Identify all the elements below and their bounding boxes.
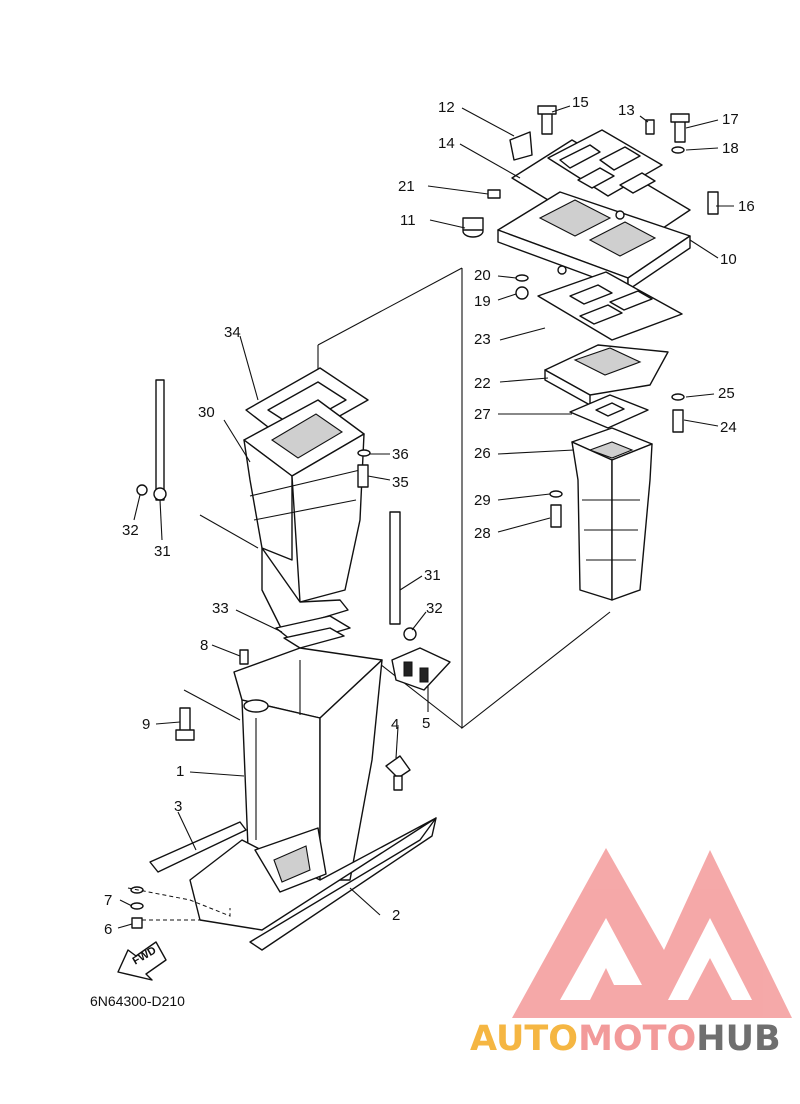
callout-17: 17	[722, 111, 739, 128]
callout-33: 33	[212, 600, 229, 617]
watermark-logo	[512, 848, 792, 1018]
plug-4	[385, 755, 411, 791]
exhaust-guide-22	[544, 344, 669, 406]
callout-11: 11	[400, 212, 416, 229]
callout-8: 8	[200, 637, 209, 654]
callout-36: 36	[392, 446, 409, 463]
water-inlet-5	[391, 647, 451, 691]
reference-lines	[183, 267, 611, 730]
callout-10: 10	[720, 251, 737, 268]
callout-2: 2	[392, 907, 401, 924]
brand-hub: HUB	[696, 1019, 781, 1059]
callout-5: 5	[422, 715, 431, 732]
callout-3: 3	[174, 798, 183, 815]
callout-34: 34	[224, 324, 241, 341]
callout-21: 21	[398, 178, 415, 195]
lower-casing-1	[189, 647, 437, 931]
hidden-lines	[127, 887, 231, 921]
callout-9: 9	[142, 716, 151, 733]
callout-32-left: 32	[122, 522, 139, 539]
callout-16: 16	[738, 198, 755, 215]
gasket-27	[569, 394, 649, 429]
callout-6: 6	[104, 921, 113, 938]
brand-auto: AUTO	[470, 1019, 579, 1059]
callout-31-left: 31	[154, 543, 171, 560]
watermark-brand: AUTOMOTOHUB	[470, 1019, 781, 1059]
gasket-23	[537, 271, 683, 341]
anode-3	[149, 821, 247, 873]
drawing-code: 6N64300-D210	[90, 993, 185, 1009]
callout-30: 30	[198, 404, 215, 421]
callout-18: 18	[722, 140, 739, 157]
callout-12: 12	[438, 99, 455, 116]
plate-2	[249, 817, 437, 951]
callout-leaders	[117, 105, 734, 929]
exhaust-manifold-26	[571, 427, 653, 601]
callout-25: 25	[718, 385, 735, 402]
callout-27: 27	[474, 406, 491, 423]
callout-31-right: 31	[424, 567, 441, 584]
callout-13: 13	[618, 102, 635, 119]
seal-33	[275, 615, 351, 649]
callout-22: 22	[474, 375, 491, 392]
callout-15: 15	[572, 94, 589, 111]
upper-plate-assembly	[497, 129, 691, 291]
callout-14: 14	[438, 135, 455, 152]
callout-29: 29	[474, 492, 491, 509]
callout-4: 4	[391, 716, 400, 733]
callout-35: 35	[392, 474, 409, 491]
upper-casing-30	[243, 399, 365, 631]
small-fasteners-right	[462, 105, 719, 528]
callout-19: 19	[474, 293, 491, 310]
callout-23: 23	[474, 331, 491, 348]
callout-24: 24	[720, 419, 737, 436]
brand-moto: MOTO	[578, 1019, 697, 1059]
callout-1: 1	[176, 763, 185, 780]
callout-32-right: 32	[426, 600, 443, 617]
callout-28: 28	[474, 525, 491, 542]
callout-26: 26	[474, 445, 491, 462]
callout-20: 20	[474, 267, 491, 284]
fwd-arrow-icon	[117, 941, 167, 981]
callout-7: 7	[104, 892, 113, 909]
